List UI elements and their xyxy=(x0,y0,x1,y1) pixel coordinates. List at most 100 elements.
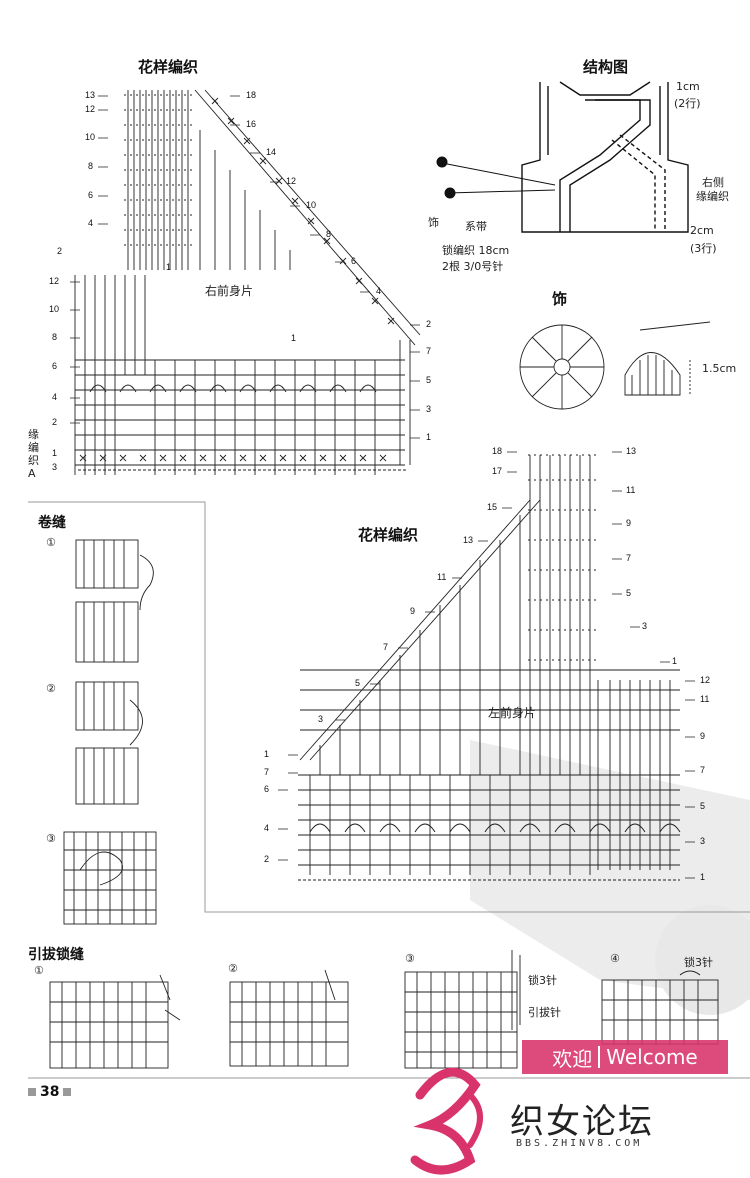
lf-left-num-5: 5 xyxy=(355,678,361,688)
right-front-label: 右前身片 xyxy=(205,284,254,298)
forum-url[interactable]: BBS.ZHINV8.COM xyxy=(516,1138,643,1149)
rf-left-num-4: 4 xyxy=(88,218,94,228)
rf-right-num-5: 5 xyxy=(426,375,432,385)
welcome-cn: 欢迎 xyxy=(552,1046,593,1071)
rf-right-num-18: 18 xyxy=(246,90,257,100)
left-front-label: 左前身片 xyxy=(488,706,537,720)
rf-left-num-6: 6 xyxy=(88,190,94,200)
edge-knit-a-label: 缘编织A xyxy=(28,428,39,480)
rf-right-num-16: 16 xyxy=(246,119,257,129)
structure-top-rows: (2行) xyxy=(674,97,701,110)
lf-right-num-3b: 3 xyxy=(700,836,706,846)
slip-note-slip-stitch: 引拔针 xyxy=(528,1006,561,1019)
slip-step-4: ④ xyxy=(610,952,620,965)
welcome-banner: 欢迎 Welcome xyxy=(522,1040,728,1074)
upper-strip-stitches xyxy=(124,90,194,270)
lf-right-num-1b: 1 xyxy=(700,872,706,882)
lf-left-num-11: 11 xyxy=(437,572,447,582)
structure-side-note: 右侧 xyxy=(702,176,724,189)
lf-right-num-11: 11 xyxy=(626,485,636,495)
lf-right-num-5b: 5 xyxy=(700,801,706,811)
lower-body-stitches xyxy=(74,275,405,475)
lf-right-num-9: 9 xyxy=(626,518,632,528)
page-marker-icon xyxy=(28,1088,36,1096)
chain-note: 锁编织 18cm xyxy=(442,244,510,257)
structure-side-note2: 缘编织 xyxy=(696,190,729,203)
tie-label: 系带 xyxy=(465,220,487,233)
lf-right-num-12: 12 xyxy=(700,675,711,685)
slip-note-chain3b: 锁3针 xyxy=(684,956,713,969)
rf-left-num-8b: 8 xyxy=(52,332,58,342)
page-number: 38 xyxy=(28,1084,72,1100)
slip-step-1: ① xyxy=(34,964,44,977)
rf-left-num-8: 8 xyxy=(88,161,94,171)
slip-step-3: ③ xyxy=(405,952,415,965)
lf-left-num-3: 3 xyxy=(318,714,324,724)
rf-right-num-4: 4 xyxy=(376,286,382,296)
rf-right-num-10: 10 xyxy=(306,200,317,210)
rf-right-num-2: 2 xyxy=(426,319,432,329)
structure-top-note: 1cm xyxy=(676,80,700,93)
lf-left-num-17: 17 xyxy=(492,466,503,476)
lf-right-num-11b: 11 xyxy=(700,694,710,704)
rf-inner-num-1a: 1 xyxy=(166,262,172,272)
lf-right-num-13: 13 xyxy=(626,446,637,456)
lf-left-num-15: 15 xyxy=(487,502,498,512)
edge-x-row xyxy=(79,454,387,462)
decoration-title: 饰 xyxy=(552,290,568,308)
rf-left-num-1: 1 xyxy=(52,448,58,458)
whip-stitch-title: 卷缝 xyxy=(38,515,66,531)
rf-right-num-7: 7 xyxy=(426,346,432,356)
rf-left-num-6b: 6 xyxy=(52,361,58,371)
page-marker-icon-right xyxy=(63,1088,72,1096)
rf-left-num-12b: 12 xyxy=(49,276,60,286)
slip-note-chain3: 锁3针 xyxy=(528,974,557,987)
lf-right-num-3: 3 xyxy=(642,621,648,631)
lf-right-num-7: 7 xyxy=(626,553,632,563)
lf-left-num-13: 13 xyxy=(463,535,474,545)
rf-right-num-1: 1 xyxy=(426,432,432,442)
pattern-title-bottom: 花样编织 xyxy=(358,526,419,544)
whip-step-3: ③ xyxy=(46,832,56,845)
lf-right-num-1: 1 xyxy=(672,656,678,666)
shell-row xyxy=(89,384,377,393)
rf-left-num-3: 3 xyxy=(52,462,58,472)
forum-name: 织女论坛 xyxy=(510,1102,654,1142)
lf-left-num-6: 6 xyxy=(264,784,270,794)
lf-right-num-9b: 9 xyxy=(700,731,706,741)
rf-right-num-3: 3 xyxy=(426,404,432,414)
rf-right-num-8: 8 xyxy=(326,229,332,239)
rf-left-num-12: 12 xyxy=(85,104,96,114)
rf-right-num-14: 14 xyxy=(266,147,277,157)
lf-left-num-7: 7 xyxy=(383,642,389,652)
rf-left-num-2b: 2 xyxy=(52,417,58,427)
slip-seam-title: 引拔锁缝 xyxy=(28,947,84,963)
rf-right-num-6: 6 xyxy=(351,256,357,266)
lf-right-num-5: 5 xyxy=(626,588,632,598)
lf-left-num-7b: 7 xyxy=(264,767,270,777)
ornament-size-note: 1.5cm xyxy=(702,362,737,375)
rf-left-num-10b: 10 xyxy=(49,304,60,314)
structure-bottom-rows: (3行) xyxy=(690,242,717,255)
rf-left-num-2: 2 xyxy=(57,246,63,256)
structure-title: 结构图 xyxy=(583,58,629,76)
rf-inner-num-1b: 1 xyxy=(291,333,297,343)
chain-note2: 2根 3/0号针 xyxy=(442,260,504,273)
rf-left-num-4b: 4 xyxy=(52,392,58,402)
lf-left-num-2: 2 xyxy=(264,854,270,864)
slip-step-2: ② xyxy=(228,962,238,975)
rf-right-num-12: 12 xyxy=(286,176,297,186)
welcome-en: Welcome xyxy=(606,1045,698,1069)
pattern-title-top: 花样编织 xyxy=(138,58,199,76)
page-number-value: 38 xyxy=(40,1084,60,1100)
whip-step-1: ① xyxy=(46,536,56,549)
welcome-divider xyxy=(598,1046,601,1068)
lf-left-num-18: 18 xyxy=(492,446,503,456)
structure-bottom-note: 2cm xyxy=(690,224,714,237)
rf-left-num-13: 13 xyxy=(85,90,96,100)
diagonal-edge-band xyxy=(194,89,421,346)
whip-step-2: ② xyxy=(46,682,56,695)
